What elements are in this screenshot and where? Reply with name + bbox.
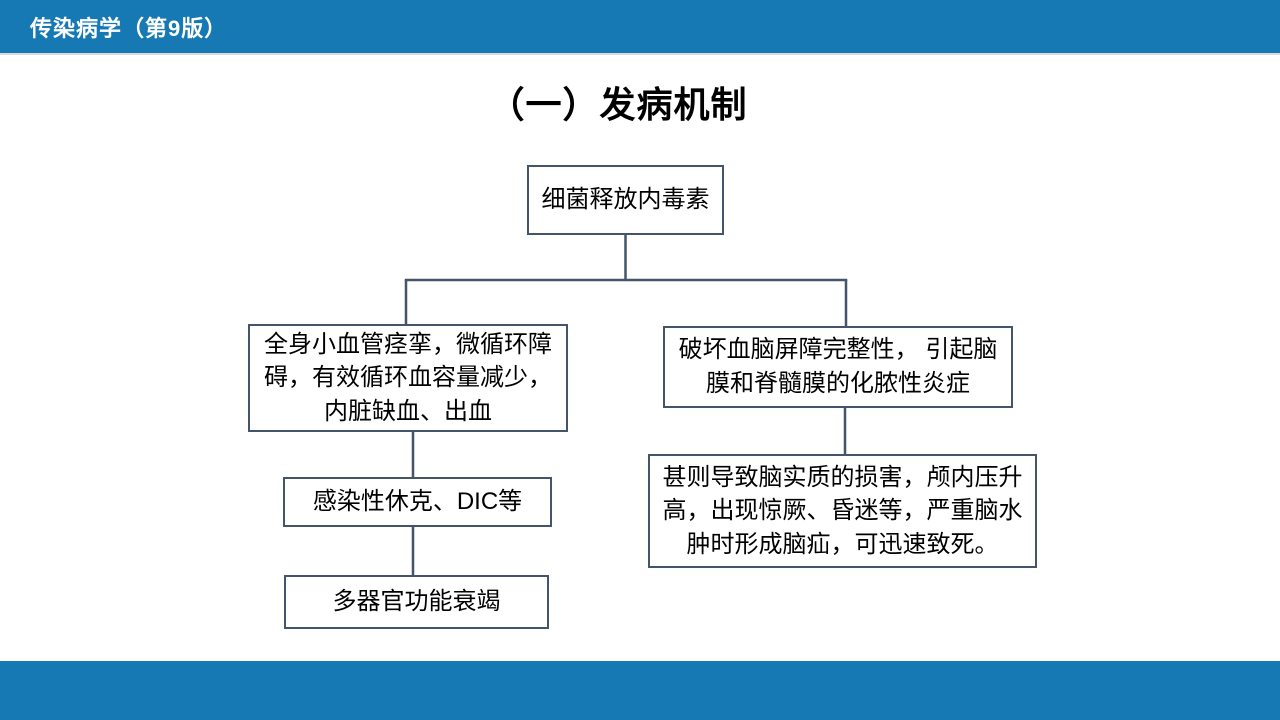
node-vasospasm-microcirculation: 全身小血管痉挛，微循环障 碍，有效循环血容量减少， 内脏缺血、出血	[248, 324, 568, 432]
node-multi-organ-failure: 多器官功能衰竭	[284, 575, 549, 629]
node-brain-parenchyma-damage: 甚则导致脑实质的损害，颅内压升 高，出现惊厥、昏迷等，严重脑水 肿时形成脑疝，可…	[648, 454, 1037, 568]
node-endotoxin-release: 细菌释放内毒素	[527, 165, 724, 235]
node-septic-shock-dic: 感染性休克、DIC等	[283, 477, 552, 527]
slide-title: （一）发病机制	[488, 84, 748, 125]
book-title: 传染病学（第9版）	[30, 15, 228, 41]
node-blood-brain-barrier: 破坏血脑屏障完整性， 引起脑 膜和脊髓膜的化脓性炎症	[663, 326, 1013, 408]
header-bar: 传染病学（第9版）	[0, 0, 1280, 55]
footer-bar	[0, 661, 1280, 720]
